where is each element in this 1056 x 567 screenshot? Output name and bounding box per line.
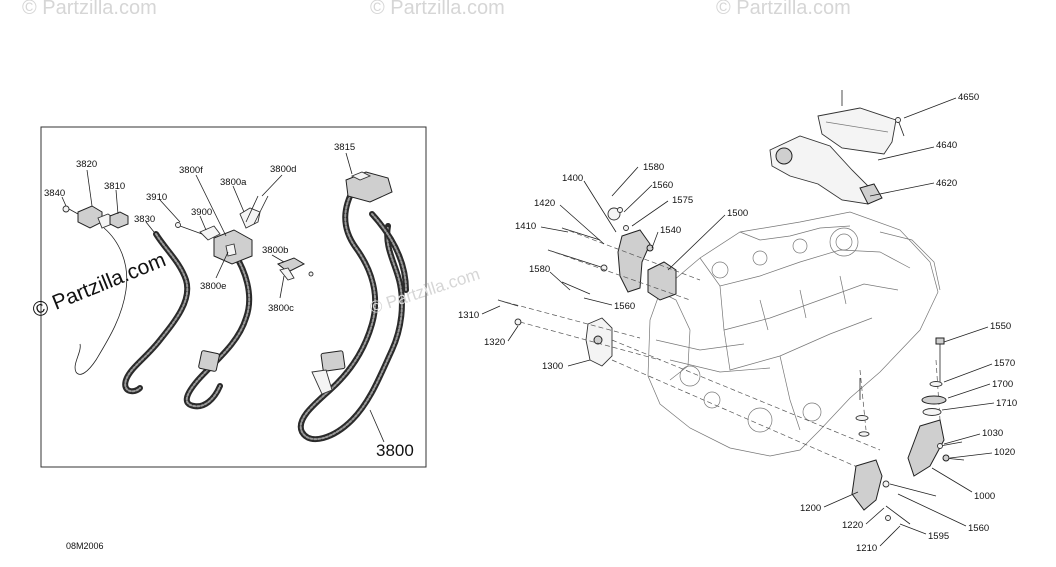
callout-1320: 1320: [484, 337, 505, 348]
callout-4640: 4640: [936, 140, 957, 151]
connector-3815: [345, 171, 393, 203]
bolts-lower: [855, 378, 937, 525]
callout-3800d: 3800d: [270, 164, 296, 175]
callout-3900: 3900: [191, 207, 212, 218]
callout-1595: 1595: [928, 531, 949, 542]
damper-1500: [647, 261, 677, 301]
alignment-lines: [497, 227, 941, 471]
callout-1560-low: 1560: [968, 523, 989, 534]
callout-1030: 1030: [982, 428, 1003, 439]
callout-1550: 1550: [990, 321, 1011, 332]
callout-3800f: 3800f: [179, 165, 203, 176]
callout-1000: 1000: [974, 491, 995, 502]
sensor-3820: [62, 205, 115, 229]
callout-3815: 3815: [334, 142, 355, 153]
callout-3810: 3810: [104, 181, 125, 192]
callout-3800a: 3800a: [220, 177, 247, 188]
bolt-1550: [935, 337, 945, 382]
callout-3800b: 3800b: [262, 245, 288, 256]
callout-1570: 1570: [994, 358, 1015, 369]
callout-4650: 4650: [958, 92, 979, 103]
watermark-top-right: © Partzilla.com: [716, 0, 851, 19]
sensor-lead-3830: [74, 227, 128, 375]
callout-1560-mid: 1560: [614, 301, 635, 312]
callout-1560-top: 1560: [652, 180, 673, 191]
callout-1420: 1420: [534, 198, 555, 209]
bolts-1030-1020: [937, 441, 965, 462]
callout-1210: 1210: [856, 543, 877, 554]
callout-1710: 1710: [996, 398, 1017, 409]
callout-3800c: 3800c: [268, 303, 294, 314]
callout-1580-top: 1580: [643, 162, 664, 173]
harness-3800: [297, 185, 405, 443]
callout-3910: 3910: [146, 192, 167, 203]
cover-4640: [817, 107, 897, 155]
callout-1200: 1200: [800, 503, 821, 514]
callout-4620: 4620: [936, 178, 957, 189]
callout-1020: 1020: [994, 447, 1015, 458]
mount-1400: [607, 207, 651, 293]
callout-1580-mid: 1580: [529, 264, 550, 275]
sensor-3810: [109, 211, 129, 229]
callout-3820: 3820: [76, 159, 97, 170]
mount-1000: [907, 419, 945, 477]
callout-1220: 1220: [842, 520, 863, 531]
watermark-inset: © Partzilla.com: [29, 248, 169, 322]
watermark-top-center: © Partzilla.com: [370, 0, 505, 19]
throttle-body-4620: [769, 135, 883, 205]
callout-1500: 1500: [727, 208, 748, 219]
damper-1710: [922, 408, 942, 416]
callout-3800e: 3800e: [200, 281, 226, 292]
leaders-inset: [61, 152, 385, 443]
callout-1410: 1410: [515, 221, 536, 232]
regulator-assembly: [175, 195, 269, 265]
plate-1700: [921, 395, 947, 405]
callout-3830: 3830: [134, 214, 155, 225]
callout-1310: 1310: [458, 310, 479, 321]
leaders-main: [481, 97, 995, 547]
inset-frame: [40, 126, 427, 468]
callout-1575: 1575: [672, 195, 693, 206]
callout-3800: 3800: [376, 441, 414, 460]
watermark-top-left: © Partzilla.com: [22, 0, 157, 19]
mount-1300: [585, 317, 613, 367]
connector-middle: [198, 350, 220, 372]
callout-1540: 1540: [660, 225, 681, 236]
engine-block: [647, 211, 941, 457]
connector-3800-lower: [320, 350, 346, 372]
callout-1300: 1300: [542, 361, 563, 372]
washer-1570: [929, 381, 943, 387]
callout-1700: 1700: [992, 379, 1013, 390]
bolt-4650: [841, 90, 905, 137]
callout-1400: 1400: [562, 173, 583, 184]
callout-3840: 3840: [44, 188, 65, 199]
bracket-3800b: [277, 257, 314, 281]
diagram-code: 08M2006: [66, 541, 104, 551]
mount-1200: [851, 459, 883, 511]
